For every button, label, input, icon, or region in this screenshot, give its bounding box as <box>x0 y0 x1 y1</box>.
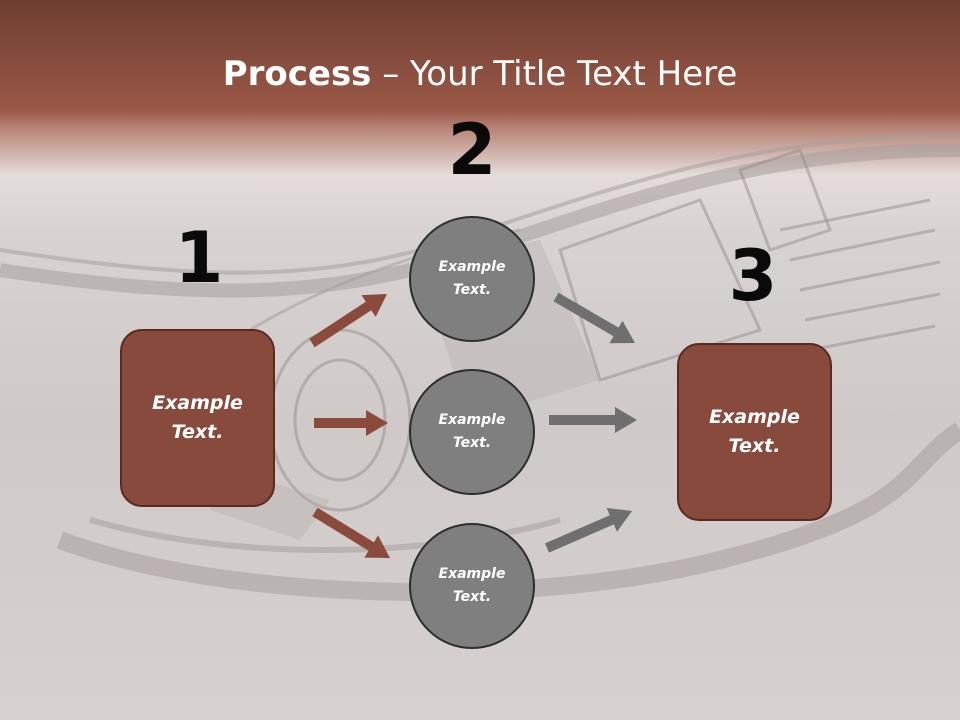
step-1-box: Example Text. <box>120 329 275 507</box>
step-3-text: Example Text. <box>709 406 800 457</box>
step-2-circle-middle: Example Text. <box>409 369 535 495</box>
arrow-from-bottom-circle <box>545 507 632 553</box>
slide-title: Process – Your Title Text Here <box>0 52 960 96</box>
step-2-circle-bottom: Example Text. <box>409 523 535 649</box>
step-2-circle-bottom-text: Example Text. <box>438 566 506 605</box>
arrow-to-top-circle <box>309 294 387 348</box>
step-number-2: 2 <box>447 109 497 191</box>
step-2-circle-top-text: Example Text. <box>438 259 506 298</box>
step-number-1: 1 <box>174 217 224 299</box>
title-rest: – Your Title Text Here <box>371 54 738 94</box>
title-bold: Process <box>222 54 372 94</box>
arrow-to-middle-circle <box>314 410 388 436</box>
step-number-3: 3 <box>728 235 778 317</box>
arrow-from-middle-circle <box>549 407 637 433</box>
step-2-circle-middle-text: Example Text. <box>438 412 506 451</box>
step-2-circle-top: Example Text. <box>409 216 535 342</box>
arrow-from-top-circle <box>553 292 635 344</box>
step-3-box: Example Text. <box>677 343 832 521</box>
arrow-to-bottom-circle <box>312 507 390 558</box>
step-1-text: Example Text. <box>152 392 243 443</box>
